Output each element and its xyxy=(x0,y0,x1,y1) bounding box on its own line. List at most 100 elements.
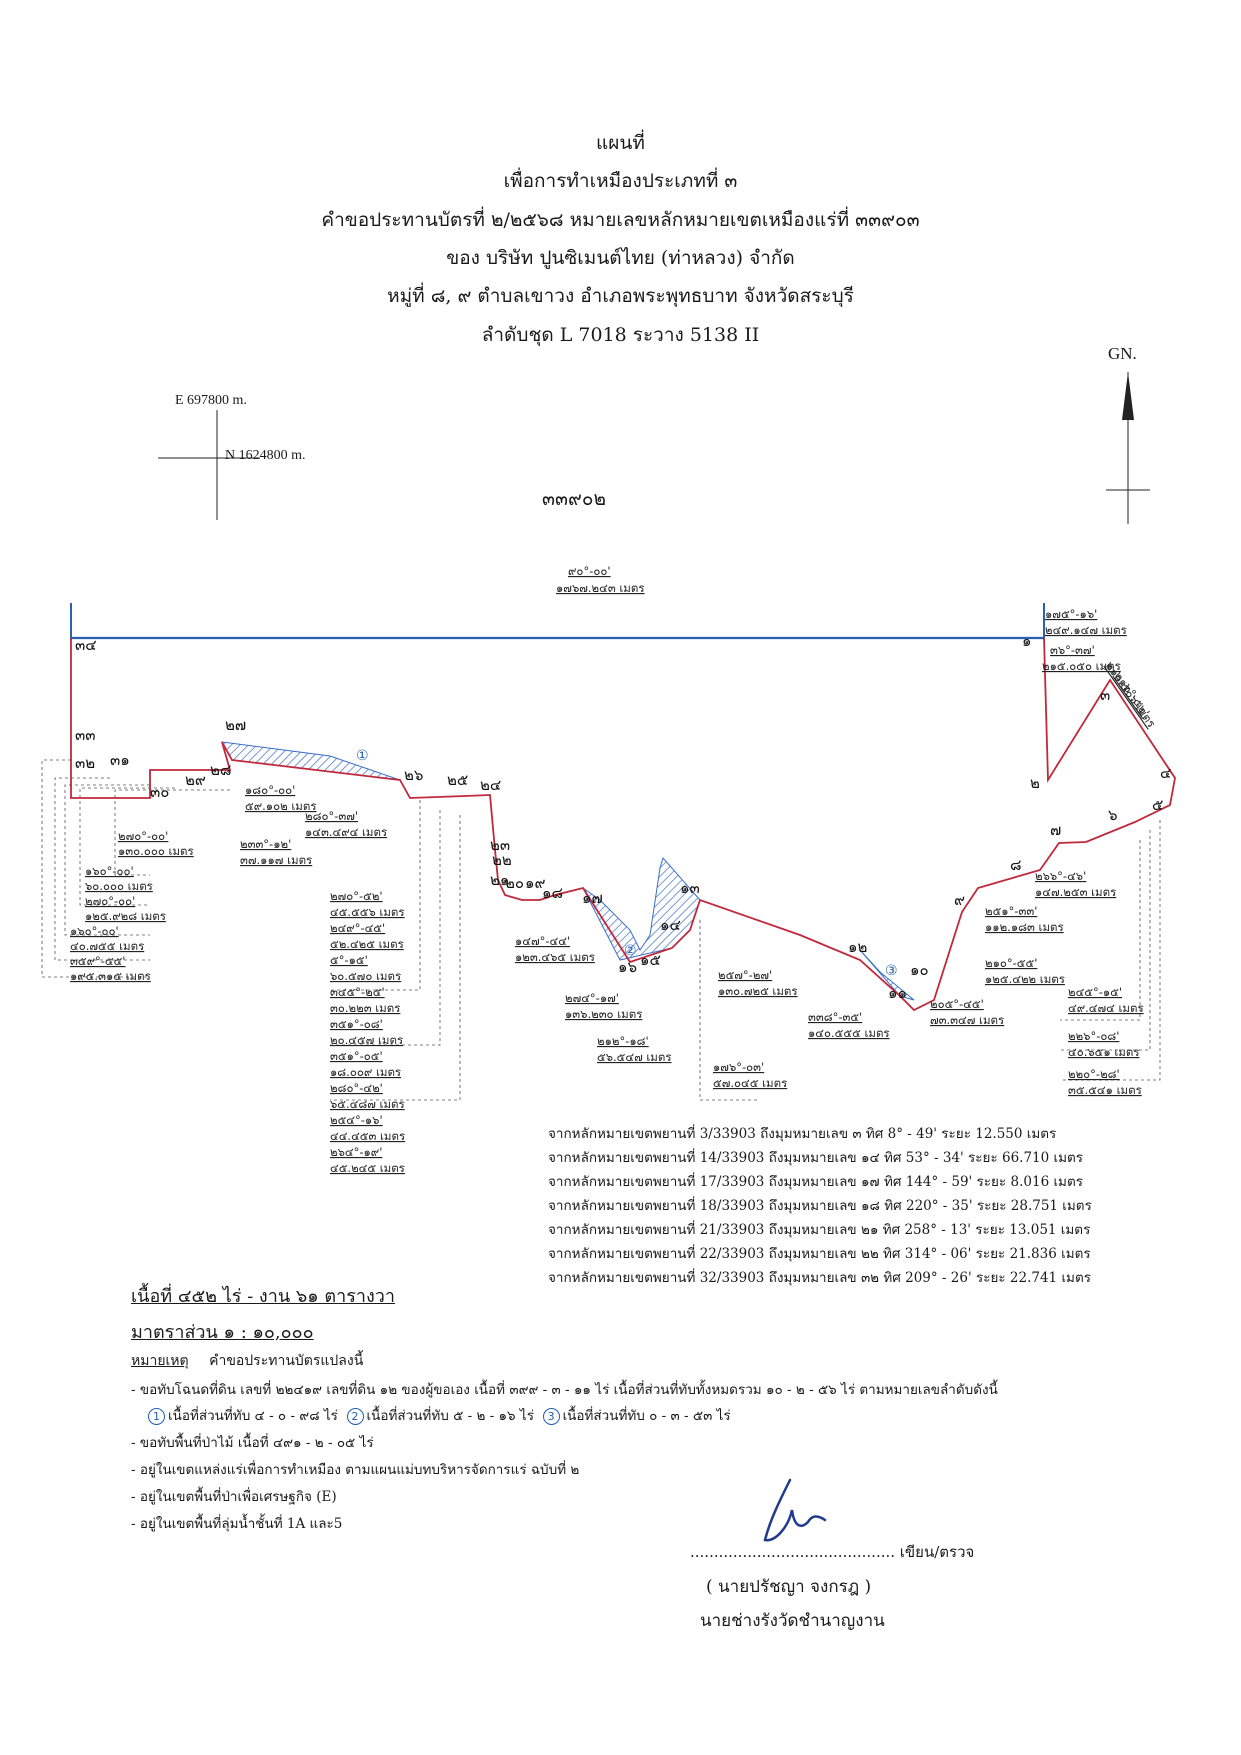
adjacent-parcel-number: ๓๓๙๐๒ xyxy=(542,488,607,510)
left-bearing-3a: ๒๗๐°-๐๐' xyxy=(85,894,135,908)
center-bearing-2b: ๕๒.๔๒๕ เมตร xyxy=(330,937,404,951)
notes-heading-text: คำขอประทานบัตรแปลงนี้ xyxy=(209,1353,364,1369)
overlap-area-2 xyxy=(582,856,701,961)
center-bearing-8a: ๒๕๔°-๑๖' xyxy=(330,1113,383,1127)
right-bearing-8a: ๒๔๕°-๑๕' xyxy=(1068,985,1122,999)
point-label-15: ๑๕ xyxy=(640,951,661,969)
left-bearing-2a: ๑๖๐°-๐๐' xyxy=(85,864,134,878)
point-label-33: ๓๓ xyxy=(75,726,96,744)
point-label-20: ๒๐ xyxy=(505,874,524,892)
point-label-9: ๙ xyxy=(954,891,965,909)
left-bearing-4a: ๑๖๐°-๐๐' xyxy=(70,924,119,938)
right-bearing-5a: ๒๕๑°-๓๓' xyxy=(985,904,1037,918)
point-label-2: ๒ xyxy=(1030,774,1040,792)
point-label-7: ๗ xyxy=(1050,821,1061,839)
application-number: คำขอประทานบัตรที่ ๒/๒๕๖๘ หมายเลขหลักหมาย… xyxy=(321,209,920,231)
company-name: ของ บริษัท ปูนซิเมนต์ไทย (ท่าหลวง) จำกัด xyxy=(446,247,795,269)
area-text: เนื้อที่ ๔๕๒ ไร่ - งาน ๖๑ ตารางวา xyxy=(131,1286,396,1307)
right-bearing-7b: ๗๓.๓๔๗ เมตร xyxy=(930,1013,1004,1027)
center-bearing-3a: ๕°-๑๕' xyxy=(330,953,368,967)
north-arrow-icon xyxy=(1106,372,1150,524)
center-bearing-5a: ๓๕๑°-๐๘' xyxy=(330,1017,383,1031)
lower-bearing-2a: ๒๗๔°-๑๗' xyxy=(565,991,619,1005)
north-label: GN. xyxy=(1108,344,1137,363)
note-1: - ขอทับโฉนดที่ดิน เลขที่ ๒๒๔๑๙ เลขที่ดิน… xyxy=(131,1382,998,1398)
point-label-3: ๓ xyxy=(1100,686,1110,704)
right-bearing-7a: ๒๐๕°-๔๕' xyxy=(930,997,984,1011)
center-bearing-6b: ๑๘.๐๐๙ เมตร xyxy=(330,1065,401,1079)
right-bearing-4b: ๑๔๗.๒๕๓ เมตร xyxy=(1035,885,1116,899)
reference-row: จากหลักหมายเขตพยานที่ 21/33903 ถึงมุมหมา… xyxy=(548,1222,1091,1238)
left-bearing-4b: ๔๐.๗๕๕ เมตร xyxy=(70,939,144,953)
note-2a: เนื้อที่ส่วนที่ทับ ๔ - ๐ - ๙๘ ไร่ xyxy=(168,1408,338,1424)
left-bearing-2b: ๖๐.๐๐๐ เมตร xyxy=(85,879,153,893)
overlap-area-1 xyxy=(221,741,401,781)
right-bearing-6a: ๒๑๐°-๕๕' xyxy=(985,956,1037,970)
mid-bearing-3a: ๒๓๓°-๑๒' xyxy=(240,837,291,851)
left-bearing-1b: ๑๓๐.๐๐๐ เมตร xyxy=(118,844,194,858)
center-bearing-9b: ๔๕.๒๔๕ เมตร xyxy=(330,1161,405,1175)
lower-bearing-3b: ๕๖.๕๔๗ เมตร xyxy=(597,1050,672,1064)
center-bearing-6a: ๓๕๑°-๐๕' xyxy=(330,1049,383,1063)
reference-row: จากหลักหมายเขตพยานที่ 17/33903 ถึงมุมหมา… xyxy=(548,1174,1083,1190)
point-label-14: ๑๔ xyxy=(660,916,681,934)
top-bearing-angle: ๙๐°-๐๐' xyxy=(568,564,611,578)
center-bearing-9a: ๒๖๔°-๑๙' xyxy=(330,1145,382,1159)
point-label-16: ๑๖ xyxy=(618,958,637,976)
right-bearing-5b: ๑๑๒.๑๘๓ เมตร xyxy=(985,920,1064,934)
point-label-13: ๑๓ xyxy=(680,879,700,897)
lower-bearing-2b: ๑๓๖.๒๓๐ เมตร xyxy=(565,1007,642,1021)
point-label-22: ๒๒ xyxy=(492,851,512,869)
point-label-28: ๒๘ xyxy=(210,761,231,779)
right-bearing-3b: ๒๑๐.๕๐๖ เมตร xyxy=(1103,659,1159,730)
easting-label: E 697800 m. xyxy=(175,393,247,408)
circle-marker-3: 3 xyxy=(542,1408,560,1425)
center-bearing-1a: ๒๗๐°-๕๒' xyxy=(330,889,383,903)
note-6: - อยู่ในเขตพื้นที่ลุ่มน้ำชั้นที่ 1A และ5 xyxy=(131,1516,343,1532)
right-bearing-9b: ๔๐.๖๕๑ เมตร xyxy=(1068,1045,1140,1059)
reference-row: จากหลักหมายเขตพยานที่ 14/33903 ถึงมุมหมา… xyxy=(548,1150,1084,1166)
center-bearing-3b: ๖๐.๕๗๐ เมตร xyxy=(330,969,401,983)
note-2c: เนื้อที่ส่วนที่ทับ ๐ - ๓ - ๕๓ ไร่ xyxy=(562,1408,731,1424)
point-label-6: ๖ xyxy=(1108,806,1118,824)
right-bearing-2a: ๓๖°-๓๗' xyxy=(1050,643,1095,657)
signature-icon xyxy=(763,1478,827,1542)
center-bearing-7b: ๖๕.๔๘๗ เมตร xyxy=(330,1097,405,1111)
mid-bearing-2b: ๑๔๓.๔๙๔ เมตร xyxy=(305,825,387,839)
left-bearing-1a: ๒๗๐°-๐๐' xyxy=(118,829,168,843)
top-bearing-distance: ๑๗๖๗.๒๔๓ เมตร xyxy=(556,581,645,595)
notes-heading-label: หมายเหตุ xyxy=(131,1353,189,1369)
right-bearing-10a: ๒๒๐°-๒๘' xyxy=(1068,1067,1120,1081)
point-label-12: ๑๒ xyxy=(848,938,867,956)
overlap-marker-2: ② xyxy=(624,943,637,959)
reference-row: จากหลักหมายเขตพยานที่ 22/33903 ถึงมุมหมา… xyxy=(548,1246,1091,1262)
point-label-19: ๑๙ xyxy=(525,874,546,892)
note-5: - อยู่ในเขตพื้นที่ป่าเพื่อเศรษฐกิจ (E) xyxy=(131,1489,337,1505)
reference-row: จากหลักหมายเขตพยานที่ 18/33903 ถึงมุมหมา… xyxy=(548,1198,1092,1214)
point-label-30: ๓๐ xyxy=(150,783,169,801)
mid-bearing-1a: ๑๘๐°-๐๐' xyxy=(245,783,295,797)
leader-lines xyxy=(41,759,1161,1101)
reference-row: จากหลักหมายเขตพยานที่ 32/33903 ถึงมุมหมา… xyxy=(548,1270,1091,1286)
mid-bearing-2a: ๒๘๐°-๓๗' xyxy=(305,809,358,823)
point-label-10: ๑๐ xyxy=(910,961,929,979)
point-label-17: ๑๗ xyxy=(582,889,603,907)
center-bearing-8b: ๔๔.๔๕๓ เมตร xyxy=(330,1129,405,1143)
right-bearing-10b: ๓๕.๕๔๑ เมตร xyxy=(1068,1083,1142,1097)
notes-heading: หมายเหตุ คำขอประทานบัตรแปลงนี้ xyxy=(131,1350,363,1372)
point-label-1: ๑ xyxy=(1022,632,1032,650)
point-label-21: ๒๑ xyxy=(490,871,509,889)
center-bearing-1b: ๔๕.๕๕๖ เมตร xyxy=(330,905,405,919)
reference-row: จากหลักหมายเขตพยานที่ 3/33903 ถึงมุมหมาย… xyxy=(548,1126,1057,1142)
center-bearing-4a: ๓๔๕°-๒๕' xyxy=(330,985,385,999)
note-3: - ขอทับพื้นที่ป่าไม้ เนื้อที่ ๔๙๑ - ๒ - … xyxy=(131,1435,374,1451)
parcel-boundary xyxy=(70,637,1176,1012)
map-title: แผนที่ xyxy=(596,132,645,154)
point-label-26: ๒๖ xyxy=(404,766,423,784)
overlap-marker-1: ① xyxy=(356,748,369,764)
point-label-23: ๒๓ xyxy=(490,836,510,854)
northing-label: N 1624800 m. xyxy=(225,448,306,463)
overlap-area-3 xyxy=(859,949,915,1001)
right-bearing-1b: ๒๔๙.๑๔๗ เมตร xyxy=(1045,623,1127,637)
